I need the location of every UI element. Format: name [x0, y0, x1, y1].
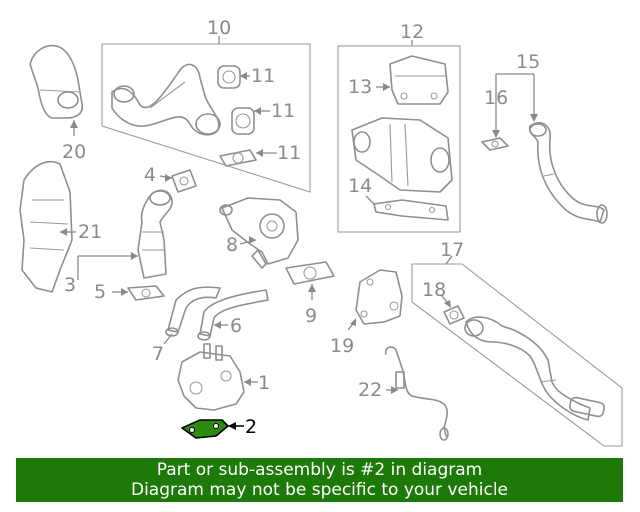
part-21-heat-shield: 21	[19, 160, 102, 293]
banner-line-2: Diagram may not be specific to your vehi…	[130, 480, 508, 500]
group-box-10: 10	[101, 17, 311, 193]
group-box-17: 17	[411, 239, 623, 447]
callout-13: 13	[348, 76, 372, 98]
part-5-gasket: 5	[94, 281, 165, 303]
part-6-hose: 6	[197, 289, 269, 341]
callout-8: 8	[226, 234, 238, 256]
callouts-11: 11 11 11	[240, 65, 301, 164]
callout-14: 14	[348, 175, 372, 197]
callout-5: 5	[94, 281, 106, 303]
callout-16: 16	[484, 87, 508, 109]
group-box-12: 12	[337, 21, 461, 233]
callout-11-c: 11	[277, 142, 301, 164]
callout-17: 17	[440, 239, 464, 261]
part-10-egr-pipe	[111, 63, 221, 136]
part-13-bracket: 13	[348, 55, 449, 105]
callout-4: 4	[144, 164, 156, 186]
info-banner: Part or sub-assembly is #2 in diagram Di…	[16, 458, 623, 502]
part-20-converter: 20	[29, 44, 86, 163]
callout-15: 15	[516, 51, 540, 73]
callout-9: 9	[305, 305, 317, 327]
part-15-hose: 15	[495, 51, 608, 224]
part-9-gasket: 9	[285, 261, 335, 327]
callout-22: 22	[358, 379, 382, 401]
callout-10: 10	[207, 17, 231, 39]
part-7-hose: 7	[152, 286, 221, 365]
callout-11-b: 11	[271, 100, 295, 122]
callout-2: 2	[245, 416, 257, 438]
part-14-bracket: 14	[348, 175, 449, 221]
callout-3: 3	[64, 274, 76, 296]
callout-6: 6	[230, 315, 242, 337]
part-11-gaskets	[217, 65, 257, 167]
part-19-bracket: 19	[330, 269, 403, 357]
part-1-housing: 1	[177, 343, 270, 411]
part-3-pipe: 3	[64, 189, 173, 296]
part-16-gasket: 16	[481, 87, 509, 151]
part-2-gasket-highlighted: 2	[181, 416, 257, 439]
callout-18: 18	[422, 279, 446, 301]
part-egr-cooler	[351, 117, 453, 193]
part-22-sensor: 22	[358, 346, 449, 441]
part-17-pipe	[464, 316, 605, 421]
callout-1: 1	[258, 372, 270, 394]
callout-7: 7	[152, 343, 164, 365]
part-4-gasket: 4	[144, 164, 197, 193]
callout-19: 19	[330, 335, 354, 357]
callout-11-a: 11	[251, 65, 275, 87]
part-8-egr-valve: 8	[219, 197, 299, 269]
callout-20: 20	[62, 141, 86, 163]
callout-12: 12	[400, 21, 424, 43]
banner-line-1: Part or sub-assembly is #2 in diagram	[156, 460, 483, 480]
callout-21: 21	[78, 221, 102, 243]
part-18-gasket: 18	[422, 279, 465, 325]
